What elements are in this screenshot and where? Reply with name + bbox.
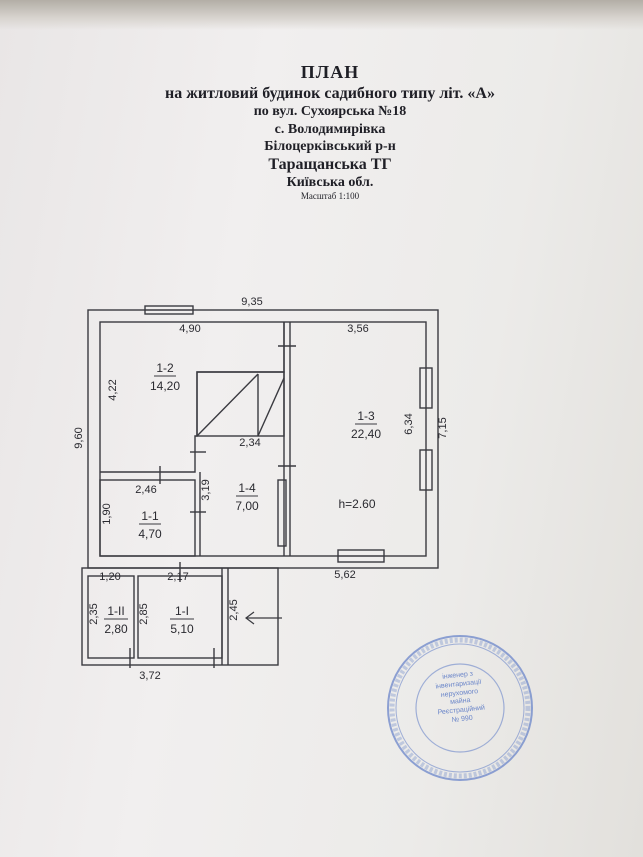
dim-room11-width: 2,46: [135, 484, 156, 496]
stamp-text: інженер з інвентаризації нерухомого майн…: [417, 668, 502, 729]
ceiling-height: h=2.60: [338, 497, 375, 511]
dim-room12-width: 4,90: [179, 323, 200, 335]
plan-title: ПЛАН: [300, 62, 360, 82]
village-name: с. Володимирівка: [274, 121, 386, 137]
room-1-2-area: 14,20: [150, 379, 180, 393]
room-1-3-id: 1-3: [357, 409, 375, 423]
dim-porch-a-height: 2,35: [88, 603, 100, 624]
official-stamp: [387, 635, 533, 781]
room-1-4-partition: [277, 479, 287, 547]
dim-bottom-right: 5,62: [334, 569, 355, 581]
dim-porch-a-width: 1,20: [99, 571, 120, 583]
dim-room12-height: 4,22: [107, 379, 119, 400]
inner-wall: [99, 321, 427, 557]
room-1-1-area: 4,70: [138, 527, 162, 541]
page-top-edge: [0, 0, 643, 30]
community-name: Таращанська ТГ: [268, 155, 392, 173]
dim-porch-total-width: 3,72: [139, 670, 160, 682]
room-1-1-id: 1-1: [141, 509, 159, 523]
dim-porch-c-height: 2,45: [228, 599, 240, 620]
dim-room13-height-outer: 7,15: [437, 417, 449, 438]
dim-stair-width: 2,34: [239, 437, 260, 449]
room-1-3-area: 22,40: [351, 427, 381, 441]
room-1-4-area: 7,00: [235, 499, 259, 513]
room-1-4-id: 1-4: [238, 481, 256, 495]
dim-room13-height-inner: 6,34: [403, 413, 415, 434]
room-1-II-area: 2,80: [104, 622, 128, 636]
dim-room11-height: 1,90: [101, 503, 113, 524]
room-1-I-id: 1-I: [175, 604, 189, 618]
dim-total-height: 9,60: [73, 427, 85, 448]
room-1-II-id: 1-II: [107, 604, 124, 618]
plan-header: ПЛАН на житловий будинок садибного типу …: [60, 62, 600, 202]
dim-porch-b-height: 2,85: [138, 603, 150, 624]
entrance-arrow-icon: [245, 611, 282, 625]
porch-1-II: [87, 575, 135, 659]
stair-box: [196, 371, 285, 437]
region-name: Київська обл.: [286, 175, 374, 191]
stair-diagonal: [196, 373, 259, 437]
dim-porch-b-width: 2,17: [167, 571, 188, 583]
stair-diagonal-2: [257, 377, 285, 437]
street-address: по вул. Сухоярська №18: [253, 104, 407, 120]
room-1-2-id: 1-2: [156, 361, 174, 375]
dim-room14-height: 3,19: [200, 479, 212, 500]
dim-room13-width: 3,56: [347, 323, 368, 335]
scale-note: Масштаб 1:100: [300, 191, 360, 202]
plan-subtitle: на житловий будинок садибного типу літ. …: [165, 84, 495, 102]
room-1-1-wall: [99, 479, 196, 557]
dim-total-width: 9,35: [241, 296, 262, 308]
district-name: Білоцерківський р-н: [264, 138, 396, 154]
room-1-I-area: 5,10: [170, 622, 194, 636]
room-1-2-wall: [100, 322, 285, 473]
